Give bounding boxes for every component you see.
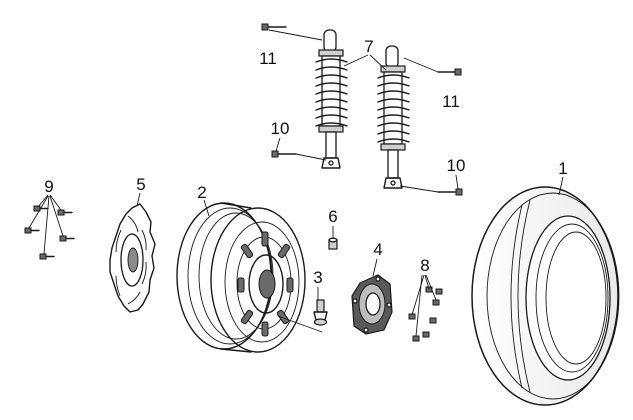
callout-upper-bolt-right: 11 bbox=[442, 92, 460, 111]
callout-nuts: 8 bbox=[420, 256, 429, 275]
disc-bolt bbox=[24, 227, 40, 234]
callout-valve: 3 bbox=[313, 268, 322, 287]
upper-bolt-left bbox=[261, 23, 287, 31]
valve bbox=[313, 299, 328, 326]
callout-lower-bolt-right: 10 bbox=[447, 156, 466, 175]
shock-absorber-right bbox=[377, 45, 410, 189]
rim bbox=[176, 202, 306, 353]
callout-labels: 1 2 3 4 5 6 7 8 9 10 10 11 11 bbox=[44, 37, 567, 287]
upper-bolt-right bbox=[437, 68, 462, 76]
callout-tire: 1 bbox=[558, 159, 567, 178]
disc-bolt bbox=[33, 205, 49, 212]
disc-bolt bbox=[57, 209, 73, 216]
callout-brake-disc: 5 bbox=[136, 175, 145, 194]
disc-bolt bbox=[39, 253, 55, 260]
callout-upper-bolt-left: 11 bbox=[259, 49, 277, 68]
brake-disc-slots bbox=[115, 215, 147, 305]
lower-bolt-left bbox=[271, 150, 297, 158]
callout-rim: 2 bbox=[197, 183, 206, 202]
shock-absorber-left bbox=[315, 29, 348, 169]
nuts-group bbox=[408, 286, 443, 342]
disc-bolt bbox=[59, 235, 75, 242]
callout-lower-bolt-left: 10 bbox=[271, 119, 290, 138]
callout-disc-bolts: 9 bbox=[44, 177, 53, 196]
tire bbox=[471, 186, 620, 406]
spacer bbox=[328, 237, 338, 250]
brake-disc bbox=[109, 203, 156, 313]
disc-bolts-group bbox=[24, 205, 75, 260]
lower-bolt-right bbox=[437, 188, 463, 196]
leader-lines bbox=[28, 29, 564, 337]
hub-plate bbox=[351, 274, 393, 335]
callout-shock-absorber: 7 bbox=[364, 37, 373, 56]
callout-hub-plate: 4 bbox=[373, 240, 382, 259]
rim-spoke-holes bbox=[237, 231, 294, 337]
callout-spacer: 6 bbox=[328, 207, 337, 226]
